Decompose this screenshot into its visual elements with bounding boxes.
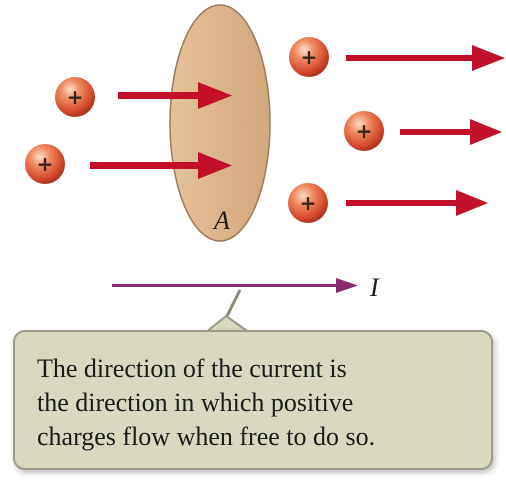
charge-velocity-arrow bbox=[346, 190, 488, 216]
current-label: I bbox=[369, 273, 380, 302]
charge-left-lower: + bbox=[25, 144, 65, 184]
callout-line-1: The direction of the current is bbox=[37, 352, 473, 386]
charge-right-middle: + bbox=[344, 111, 384, 151]
callout-line-2: the direction in which positive bbox=[37, 386, 473, 420]
charge-right-bottom: + bbox=[288, 183, 328, 223]
charge-left-upper: + bbox=[55, 77, 95, 117]
charge-right-top: + bbox=[289, 37, 329, 77]
charge-velocity-arrow bbox=[400, 119, 502, 145]
plus-sign: + bbox=[300, 191, 317, 215]
plus-sign: + bbox=[37, 152, 54, 176]
charge-velocity-arrow bbox=[346, 45, 505, 71]
plus-sign: + bbox=[67, 85, 84, 109]
plus-sign: + bbox=[356, 119, 373, 143]
callout-line-3: charges flow when free to do so. bbox=[37, 420, 473, 454]
callout-pointer bbox=[205, 290, 250, 333]
surface-label: A bbox=[212, 206, 230, 235]
plus-sign: + bbox=[301, 45, 318, 69]
current-direction-arrow bbox=[112, 278, 358, 293]
explanation-callout: The direction of the current is the dire… bbox=[13, 330, 493, 470]
